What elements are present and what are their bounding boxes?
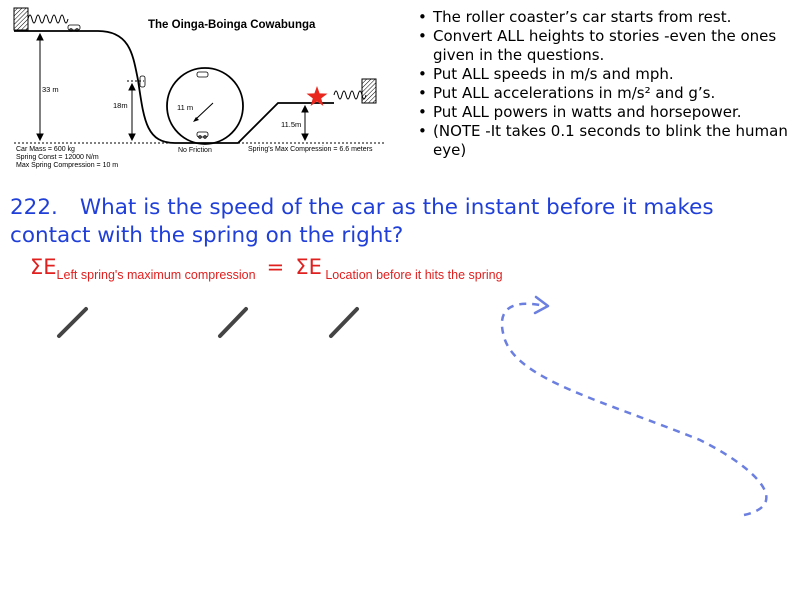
diagram-title: The Oinga-Boinga Cowabunga — [148, 19, 316, 31]
slash-mark — [57, 307, 88, 338]
car-icons — [67, 24, 209, 139]
right-spring — [333, 90, 367, 100]
left-spring — [27, 14, 69, 24]
slash-mark — [329, 307, 359, 338]
lhs-subscript: Left spring's maximum compression — [56, 268, 256, 282]
rhs-subscript: Location before it hits the spring — [321, 268, 503, 282]
track — [14, 30, 334, 144]
rhs-symbol: ΣE — [295, 255, 322, 279]
spring-const-label: Spring Const = 12000 N/m — [16, 154, 99, 161]
left-wall — [13, 7, 29, 31]
height-start-label: 33 m — [42, 85, 59, 94]
slash-mark — [218, 307, 248, 338]
instruction-item: The roller coaster’s car starts from res… — [418, 8, 798, 27]
curved-dashed-arrow — [500, 302, 768, 517]
instruction-item: Put ALL powers in watts and horsepower. — [418, 103, 798, 122]
question-number: 222. — [10, 195, 58, 220]
instruction-list: The roller coaster’s car starts from res… — [418, 8, 798, 160]
loop-radius-label: 11 m — [177, 103, 193, 112]
height-right-label: 11.5m — [281, 120, 301, 129]
no-friction-label: No Friction — [178, 147, 212, 154]
max-spring-comp-label: Max Spring Compression = 10 m — [16, 162, 118, 169]
instruction-item: Put ALL accelerations in m/s² and g’s. — [418, 84, 798, 103]
star-icon — [306, 86, 328, 106]
dimension-lines — [36, 32, 309, 142]
loop — [166, 67, 244, 145]
car-mass-label: Car Mass = 600 kg — [16, 146, 75, 153]
instruction-item: Convert ALL heights to stories -even the… — [418, 27, 798, 65]
equals-sign: = — [266, 255, 285, 279]
roller-coaster-diagram: The Oinga-Boinga Cowabunga 33 m 18m 11 m… — [13, 7, 384, 169]
question: 222.What is the speed of the car as the … — [10, 194, 790, 250]
instruction-item: (NOTE -It takes 0.1 seconds to blink the… — [418, 122, 798, 160]
lhs-symbol: ΣE — [30, 255, 57, 279]
question-text: What is the speed of the car as the inst… — [10, 195, 714, 248]
height-hill-label: 18m — [113, 101, 128, 110]
arrow-head — [533, 295, 550, 315]
instruction-item: Put ALL speeds in m/s and mph. — [418, 65, 798, 84]
energy-equation: ΣELeft spring's maximum compression = ΣE… — [30, 255, 503, 282]
loop-radius-arrow — [195, 102, 214, 120]
right-spring-comp-label: Spring's Max Compression = 6.6 meters — [248, 146, 373, 153]
right-wall — [361, 78, 377, 104]
